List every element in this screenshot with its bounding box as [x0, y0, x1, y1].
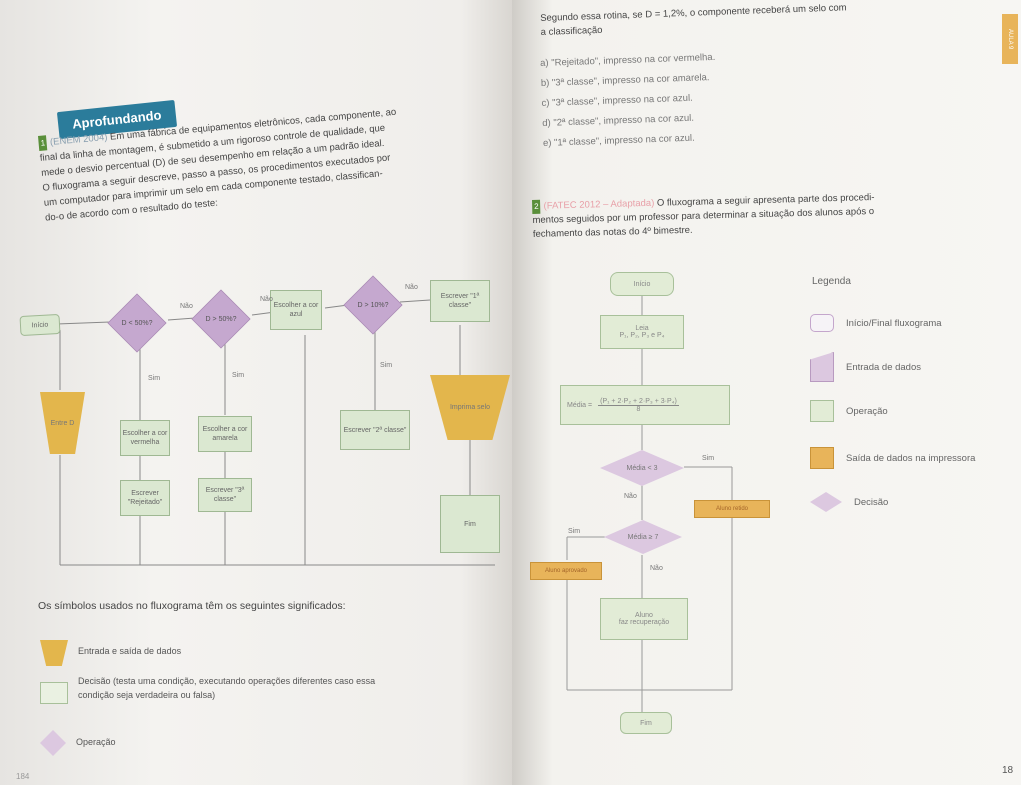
question-2-text: 2(FATEC 2012 – Adaptada) O fluxograma a … [532, 187, 1013, 242]
symbol-decision: Decisão (testa uma condição, executando … [40, 676, 375, 704]
fc2-decision-avg-ge-7: Média ≥ 7 [604, 520, 682, 554]
question-2-number: 2 [532, 199, 541, 214]
fc1-decision-d-lt-50: D < 50%? [107, 293, 167, 353]
fc1-label-no: Não [260, 296, 273, 303]
q1-options: a) "Rejeitado", impresso na cor vermelha… [540, 48, 843, 149]
fc2-approved: Aluno aprovado [530, 562, 602, 580]
fc2-failed: Aluno retido [694, 500, 770, 518]
operation-symbol-icon [40, 730, 66, 756]
decision-symbol-icon [40, 682, 68, 704]
fc1-label-no: Não [405, 284, 418, 291]
legend-printer-output: Saída de dados na impressora [810, 447, 975, 469]
fc2-recovery-line: faz recuperação [618, 619, 670, 626]
fc2-average-denominator: 8 [636, 405, 641, 413]
fc1-choose-yellow: Escolher a cor amarela [198, 416, 252, 452]
legend-label: Operação [846, 405, 888, 417]
fc1-label-no: Não [180, 303, 193, 310]
legend-label: Início/Final fluxograma [846, 317, 942, 329]
printer-output-legend-icon [810, 447, 834, 469]
fc2-label-no: Não [650, 565, 663, 572]
fc2-average: Média = (P₁ + 2·P₂ + 2·P₃ + 3·P₄) 8 [560, 385, 730, 425]
fc1-choose-blue: Escolher a cor azul [270, 290, 322, 330]
fc2-average-numerator: (P₁ + 2·P₂ + 2·P₃ + 3·P₄) [598, 397, 679, 406]
fc2-end: Fim [620, 712, 672, 734]
legend-label: Saída de dados na impressora [846, 452, 976, 464]
io-symbol-icon [40, 640, 68, 666]
fc1-choose-red: Escolher a cor vermelha [120, 420, 170, 456]
fc2-start: Início [610, 272, 674, 296]
start-end-legend-icon [810, 314, 834, 332]
legend-input: Entrada de dados [810, 352, 921, 382]
operation-legend-icon [810, 400, 834, 422]
right-page: Segundo essa rotina, se D = 1,2%, o comp… [512, 0, 1021, 785]
fc2-label-yes: Sim [702, 455, 715, 462]
q1-option-c: c) "3ª classe", impresso na cor azul. [541, 92, 693, 109]
fc1-label-yes: Sim [232, 372, 245, 379]
q1-option-e: e) "1ª classe", impresso na cor azul. [542, 132, 695, 149]
symbol-decision-label-2: condição seja verdadeira ou falsa) [78, 690, 216, 700]
fc2-decision-avg-lt-3: Média < 3 [600, 450, 684, 486]
fc1-decision-d-gt-50: D > 50%? [191, 289, 251, 349]
fc1-print-seal: Imprima selo [430, 375, 510, 440]
fc1-input-d: Entre D [40, 392, 85, 454]
fc2-read-label: Leia [635, 325, 649, 332]
symbol-io-label: Entrada e saída de dados [78, 646, 182, 656]
q1-option-a: a) "Rejeitado", impresso na cor vermelha… [540, 51, 716, 69]
symbol-operation: Operação [40, 730, 116, 756]
left-page: Aprofundando 1(ENEM 2004) Em uma fábrica… [0, 0, 512, 785]
fc2-read: Leia P₁, P₂, P₃ e P₄ [600, 315, 684, 349]
question-1-number: 1 [38, 135, 48, 151]
fc2-recovery: Aluno faz recuperação [600, 598, 688, 640]
fc1-start: Início [19, 313, 61, 337]
symbol-io: Entrada e saída de dados [40, 640, 181, 666]
legend-label: Decisão [854, 496, 889, 508]
fc1-write-1st-class: Escrever "1ª classe" [430, 280, 490, 322]
left-page-number: 184 [16, 772, 30, 781]
fc1-label-yes: Sim [380, 362, 393, 369]
q1-option-b: b) "3ª classe", impresso na cor amarela. [540, 72, 710, 89]
fc1-label-yes: Sim [148, 375, 161, 382]
legend-operation: Operação [810, 400, 888, 422]
fc1-decision-d-gt-10: D > 10%? [343, 275, 403, 335]
symbol-operation-label: Operação [76, 737, 116, 747]
fc1-end: Fim [440, 495, 500, 553]
right-page-number: 18 [1002, 765, 1014, 776]
legend-decision: Decisão [810, 492, 888, 512]
fc1-write-3rd-class: Escrever "3ª classe" [198, 478, 252, 512]
legend-label: Entrada de dados [846, 361, 922, 373]
fc2-label-no: Não [624, 493, 637, 500]
fc2-recovery-line: Aluno [635, 612, 653, 619]
side-tab: AULA 9 [1002, 14, 1018, 64]
decision-legend-icon [810, 492, 842, 512]
fc1-write-rejected: Escrever "Rejeitado" [120, 480, 170, 516]
symbol-decision-label: Decisão (testa uma condição, executando … [78, 676, 376, 686]
symbols-title: Os símbolos usados no fluxograma têm os … [38, 600, 346, 612]
input-legend-icon [810, 352, 834, 382]
question-2-source: (FATEC 2012 – Adaptada) [543, 197, 655, 212]
fc1-write-2nd-class: Escrever "2ª classe" [340, 410, 410, 450]
legend-start-end: Início/Final fluxograma [810, 314, 942, 332]
fc2-read-vars: P₁, P₂, P₃ e P₄ [619, 332, 665, 339]
fc2-average-label: Média = [567, 401, 593, 409]
q1-intro: Segundo essa rotina, se D = 1,2%, o comp… [540, 0, 961, 40]
q1-option-d: d) "2ª classe", impresso na cor azul. [542, 112, 695, 129]
legend-title: Legenda [812, 276, 851, 287]
fc2-label-yes: Sim [568, 528, 581, 535]
